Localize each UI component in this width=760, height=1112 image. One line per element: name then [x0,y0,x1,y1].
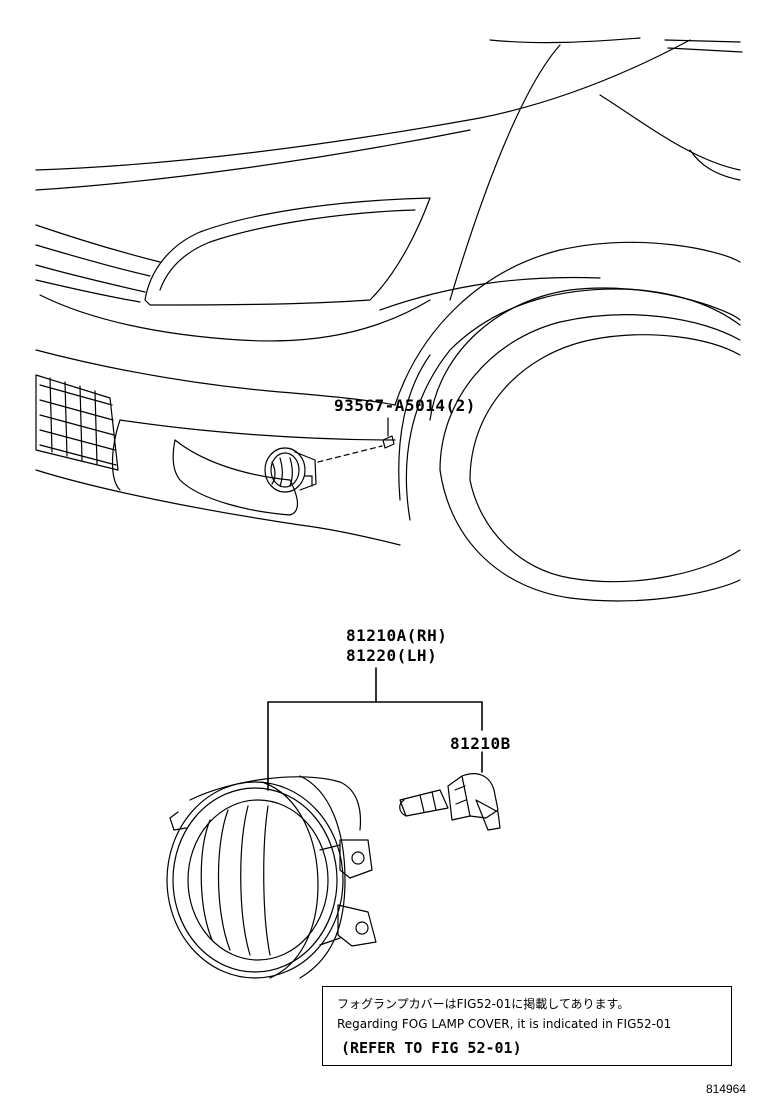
note-reference-text: (REFER TO FIG 52-01) [341,1039,522,1057]
figure-id: 814964 [705,1082,746,1096]
reference-note-box: フォグランプカバーはFIG52-01に掲載してあります。 Regarding F… [322,986,732,1066]
bolt-icon [382,417,395,449]
installed-fog-lamp [264,445,383,493]
note-japanese-text: フォグランプカバーはFIG52-01に掲載してあります。 [337,997,630,1011]
note-english-text: Regarding FOG LAMP COVER, it is indicate… [337,1017,672,1031]
fog-bulb [399,773,501,831]
bolt-part-number: 93567-A5014(2) [334,396,476,415]
fog-lamp-rh-part-number: 81210A(RH) [346,626,448,645]
car-front-outline [35,37,743,602]
bulb-part-number: 81210B [450,734,511,753]
bumper-mesh-grille [35,374,119,471]
fog-lamp-lh-part-number: 81220(LH) [346,646,438,665]
fog-lamp-assembly [166,775,377,979]
part-leader-lines [267,667,483,791]
